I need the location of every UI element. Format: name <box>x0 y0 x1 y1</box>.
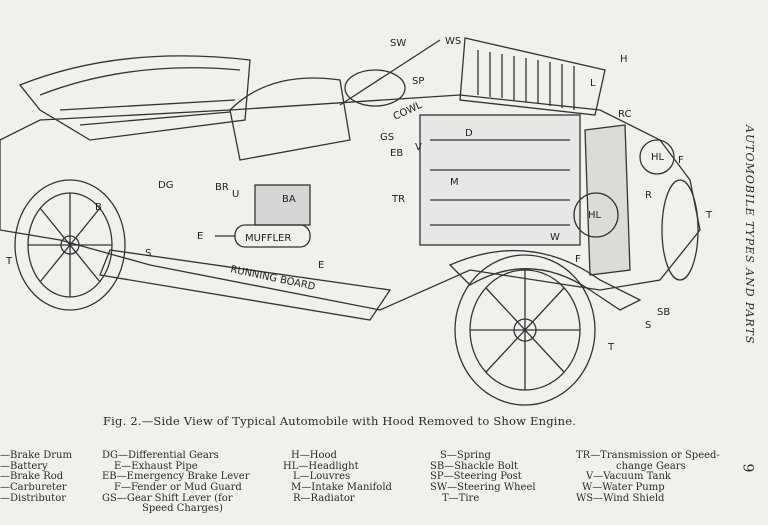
legend-col5-4: WS—Wind Shield <box>576 492 665 504</box>
figure-labels-hl1: HL <box>651 152 665 163</box>
legend-col1-0: —Brake Drum <box>0 450 72 462</box>
figure-labels-b: B <box>95 202 102 213</box>
figure-labels-s2: S <box>645 320 651 331</box>
legend-col5-0: TR—Transmission or Speed- <box>576 450 720 462</box>
figure-labels-t2: T <box>607 342 615 353</box>
raised-hood <box>459 37 606 116</box>
legend-col2-0: DG—Differential Gears <box>102 450 219 462</box>
figure-labels-v: V <box>415 142 422 153</box>
figure-caption: Fig. 2.—Side View of Typical Automobile … <box>103 414 577 428</box>
legend-col3-0: H—Hood <box>291 450 337 462</box>
figure-labels-e2: E <box>318 260 324 271</box>
legend-col3-1: HL—Headlight <box>283 460 359 472</box>
figure-labels-tr: TR <box>391 194 405 205</box>
side_heading: AUTOMOBILE TYPES AND PARTS <box>743 125 756 345</box>
legend-col3-3: M—Intake Manifold <box>291 481 392 493</box>
figure-labels-sb: SB <box>657 307 670 318</box>
figure-labels-br: BR <box>215 182 229 193</box>
figure-labels-rc: RC <box>618 109 631 120</box>
battery <box>254 184 311 226</box>
figure-labels-t3: T <box>5 256 13 267</box>
legend-col4-3: SW—Steering Wheel <box>430 481 536 493</box>
figure-labels-d: D <box>465 128 473 139</box>
figure-labels-u: U <box>232 189 239 200</box>
legend-col5-2: V—Vacuum Tank <box>586 471 671 483</box>
figure-labels-f1: F <box>678 155 684 166</box>
figure-labels-m: M <box>450 177 459 188</box>
legend-col1-4: —Distributor <box>0 492 67 504</box>
figure-labels-cowl: COWL <box>392 100 425 123</box>
figure-labels-hl2: HL <box>588 210 602 221</box>
legend-col2-3: F—Fender or Mud Guard <box>114 481 242 493</box>
figure-labels-r: R <box>645 190 652 201</box>
legend-col2-5: Speed Charges) <box>142 503 223 515</box>
figure-labels-e1: E <box>197 231 203 242</box>
legend-col5-1: change Gears <box>616 460 686 472</box>
front-seat <box>229 77 351 161</box>
far-front-wheel <box>661 179 699 281</box>
figure-labels-h: H <box>620 54 628 65</box>
legend-col2-2: EB—Emergency Brake Lever <box>102 471 250 483</box>
figure-labels-muffler: MUFFLER <box>245 233 291 244</box>
legend-col2-4: GS—Gear Shift Lever (for <box>102 492 233 504</box>
legend-col2-1: E—Exhaust Pipe <box>114 460 198 472</box>
running-board <box>99 249 392 321</box>
figure-labels-s1: S <box>145 248 151 259</box>
figure-labels-w: W <box>550 232 560 243</box>
rear-wheel <box>14 179 126 311</box>
running-heading: AUTOMOBILE TYPES AND PARTS <box>740 125 756 385</box>
page-number: 9 <box>739 463 756 473</box>
figure-labels-f2: F <box>575 254 581 265</box>
figure-labels-ws: WS <box>445 36 461 47</box>
legend-col1-2: —Brake Rod <box>0 471 64 483</box>
automobile-illustration: SW WS H SP L RC COWL GS EB D V DG BR BA … <box>0 36 713 406</box>
legend-col4-2: SP—Steering Post <box>430 471 522 483</box>
rear-seat <box>18 55 251 141</box>
figure-labels-t1: T <box>705 210 713 221</box>
legend-col4-1: SB—Shackle Bolt <box>430 460 518 472</box>
steering-wheel <box>344 69 406 107</box>
radiator <box>584 124 631 276</box>
legend-col1-1: —Battery <box>0 460 48 472</box>
figure-labels-ba: BA <box>282 194 296 205</box>
legend-column-1: —Brake Drum—Battery—Brake Rod—Carbureter… <box>0 430 72 515</box>
front-fender <box>448 250 642 311</box>
legend-col4-4: T—Tire <box>442 492 480 504</box>
headlight <box>639 139 675 175</box>
figure-labels-l: L <box>590 78 596 89</box>
legend-col1-3: —Carbureter <box>0 481 67 493</box>
legend-col3-2: L—Louvres <box>293 471 351 483</box>
engine <box>419 114 581 246</box>
figure-labels-gs: GS <box>380 132 394 143</box>
headlight <box>573 192 619 238</box>
figure-labels-sp: SP <box>412 76 424 87</box>
legend-col5-3: W—Water Pump <box>582 481 665 493</box>
figure-labels-eb: EB <box>390 148 403 159</box>
front-wheel <box>454 254 596 406</box>
legend-col4-0: S—Spring <box>440 450 491 462</box>
figure-labels-dg: DG <box>158 180 173 191</box>
figure-labels-sw: SW <box>390 38 406 49</box>
legend-col3-4: R—Radiator <box>293 492 355 504</box>
